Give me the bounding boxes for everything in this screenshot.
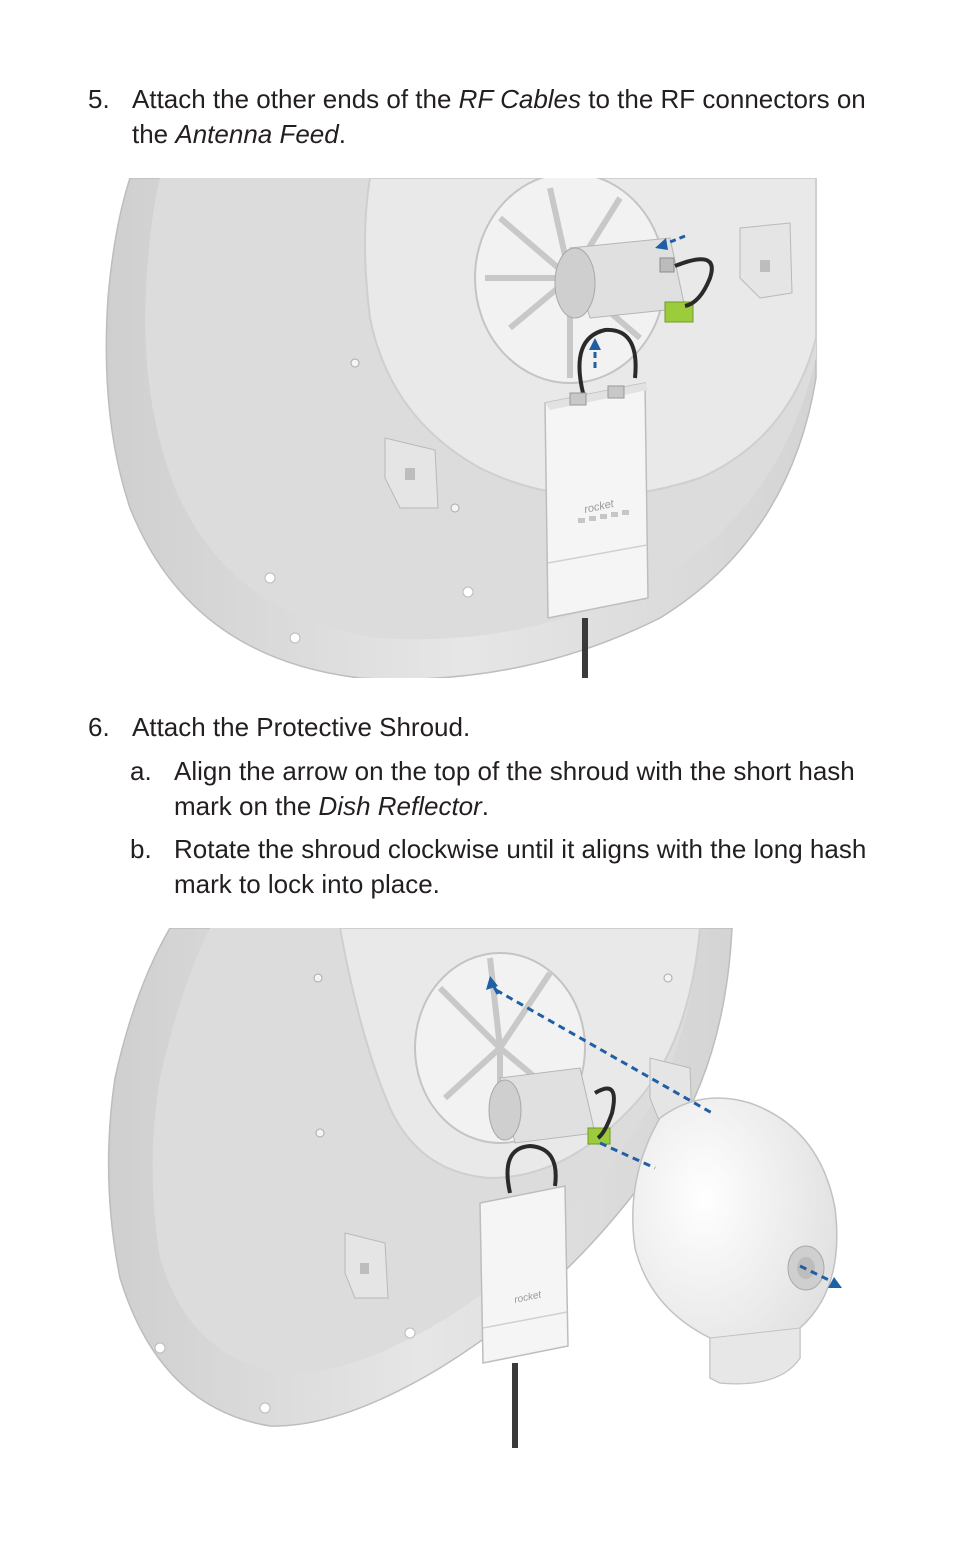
rocket-radio: rocket: [544, 382, 649, 678]
mounting-bracket-left: [384, 437, 439, 509]
figure-rf-cable-connection: rocket: [105, 178, 817, 678]
step-6b-text: Rotate the shroud clockwise until it ali…: [174, 834, 867, 899]
antenna-feed: [554, 237, 694, 323]
protective-shroud: [632, 1097, 838, 1385]
step-6-number: 6.: [88, 712, 110, 742]
dish-reflector-term: Dish Reflector: [318, 791, 482, 821]
step-5-text: Attach the other ends of the RF Cables t…: [132, 84, 866, 149]
step-6a-letter: a.: [130, 756, 152, 786]
rf-cables: [505, 1086, 616, 1194]
step-6a-text: Align the arrow on the top of the shroud…: [174, 756, 855, 821]
rf-cables: [577, 257, 714, 394]
rf-cables-term: RF Cables: [458, 84, 582, 114]
antenna-feed: [488, 1067, 611, 1145]
figure-protective-shroud: rocket: [107, 928, 842, 1448]
alignment-arrows: [486, 976, 842, 1288]
mounting-bracket-left: [344, 1232, 389, 1299]
step-6a: a. Align the arrow on the top of the shr…: [130, 754, 890, 826]
antenna-feed-term: Antenna Feed: [175, 119, 339, 149]
rocket-radio: rocket: [479, 1185, 569, 1448]
step-5: 5. Attach the other ends of the RF Cable…: [88, 82, 888, 154]
connection-arrows: [589, 234, 686, 368]
dish-reflector: [105, 178, 817, 678]
step-6b-letter: b.: [130, 834, 152, 864]
mounting-bracket-right: [739, 222, 793, 299]
step-6b: b. Rotate the shroud clockwise until it …: [130, 832, 890, 904]
step-5-number: 5.: [88, 84, 110, 114]
step-6-text: Attach the Protective Shroud.: [132, 712, 471, 742]
step-6: 6. Attach the Protective Shroud.: [88, 710, 888, 750]
